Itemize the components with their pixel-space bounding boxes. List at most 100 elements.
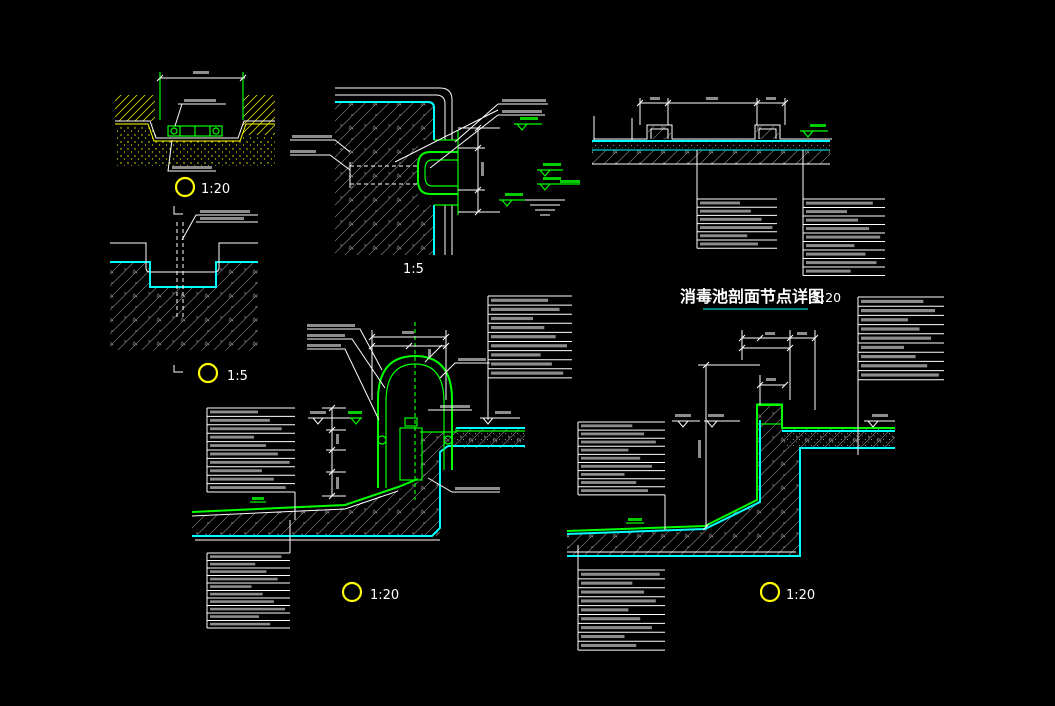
label-text <box>200 217 244 220</box>
detail-pool-entry-section: 1:20 <box>191 322 525 603</box>
construction-note-tables <box>206 198 944 651</box>
dimension-text <box>336 477 339 489</box>
detail-marker-circle <box>759 581 781 603</box>
slab-waterproof-outline <box>192 445 525 537</box>
table-note-text <box>210 410 258 414</box>
table-note-text <box>210 615 259 618</box>
detail-pool-wall-section: 1:20 <box>566 330 895 603</box>
detail-scale-label: 1:5 <box>227 369 248 384</box>
elevation-note <box>560 180 580 183</box>
water-level-line <box>525 199 565 216</box>
label-text <box>455 487 500 490</box>
table-note-text <box>210 418 270 422</box>
table-note-text <box>210 555 282 558</box>
drain-opening <box>418 140 458 205</box>
table-note-text <box>581 572 660 576</box>
dimension-extensions-top <box>741 330 816 410</box>
table-note-text <box>806 210 847 214</box>
dimension-line-top <box>738 334 819 342</box>
notes-table-wall-top <box>857 296 944 381</box>
dimension-text <box>481 162 484 176</box>
table-note-text <box>210 486 286 489</box>
table-note-text <box>861 309 935 313</box>
curb-inner-lines <box>650 128 777 139</box>
detail-grate-trench: 1:20 <box>115 71 275 198</box>
table-note-text <box>806 261 877 265</box>
table-note-text <box>581 456 641 460</box>
table-note-text <box>700 201 740 205</box>
table-note-text <box>581 489 648 492</box>
detail-curb-section <box>592 97 832 199</box>
detail-marker-circle <box>174 176 196 198</box>
label-text <box>502 110 542 113</box>
table-note-text <box>581 643 637 647</box>
label-leader-bottom <box>167 139 216 172</box>
label-leaders-right <box>394 103 548 169</box>
detail-scale-label: 1:5 <box>403 262 424 277</box>
table-note-text <box>861 327 920 331</box>
dimension-text <box>428 349 431 357</box>
notes-table-curb-a <box>696 198 777 249</box>
detail-drain-section: 1:5 <box>290 87 580 277</box>
table-note-text <box>806 201 873 205</box>
dimension-line-top <box>636 99 789 107</box>
handrail-arch-outer <box>377 354 453 488</box>
notes-table-curb-b <box>802 198 885 276</box>
table-note-text <box>210 452 278 456</box>
dimension-extensions <box>458 127 500 213</box>
table-note-text <box>581 481 637 484</box>
drawing-title-block: 消毒池剖面节点详图 1:20 <box>680 287 841 310</box>
elevation-text <box>505 193 523 196</box>
table-note-text <box>581 440 656 444</box>
elevation-text <box>543 177 561 180</box>
dimension-text <box>698 440 701 458</box>
elevation-marker <box>800 130 828 138</box>
table-note-text <box>491 316 533 321</box>
waterproof-outline <box>335 101 435 255</box>
table-note-text <box>581 464 652 468</box>
section-mark-bottom <box>173 365 183 373</box>
dimension-text <box>797 332 807 335</box>
section-mark-top <box>173 206 183 215</box>
elevation-text <box>872 414 888 417</box>
table-note-text <box>861 364 928 368</box>
elevation-marker <box>537 169 563 177</box>
elevation-text <box>310 411 326 414</box>
dimension-line-top-second <box>738 344 794 352</box>
table-note-text <box>210 592 263 596</box>
table-note-text <box>581 590 645 594</box>
elevation-marker <box>349 417 363 425</box>
dimension-text <box>706 97 718 100</box>
dimension-line-width <box>156 74 247 82</box>
right-slab-finish <box>456 431 525 446</box>
grating-bars <box>179 126 211 136</box>
detail-marker-circle <box>341 581 363 603</box>
table-note-text <box>491 307 560 311</box>
label-text <box>200 210 250 213</box>
detail-scale-label: 1:20 <box>201 182 230 197</box>
wall-hatch-right <box>243 95 275 135</box>
right-slab-finish <box>782 432 895 446</box>
label-text <box>307 324 355 327</box>
elevation-text <box>520 117 538 120</box>
mortar-layer-fill <box>592 150 830 164</box>
dimension-extensions <box>322 407 346 497</box>
handrail-base-plate <box>404 417 418 427</box>
concrete-hatch-fill <box>110 262 258 350</box>
bottom-waterproof-outline <box>567 447 895 557</box>
table-note-text <box>491 353 541 357</box>
ground-line <box>115 120 275 139</box>
dimension-line-vertical <box>474 124 482 216</box>
table-note-text <box>581 424 633 428</box>
dimension-line-vertical <box>702 361 710 531</box>
slope-text <box>252 497 264 500</box>
waterproof-face <box>566 420 761 535</box>
detail-trench-section: 1:5 <box>110 206 258 384</box>
label-text <box>458 358 486 361</box>
table-note-text <box>700 242 758 246</box>
inner-finish-line <box>335 94 446 255</box>
table-note-text <box>581 626 652 630</box>
finish-layer-fill <box>592 142 830 150</box>
dimension-extensions-top <box>371 330 447 400</box>
